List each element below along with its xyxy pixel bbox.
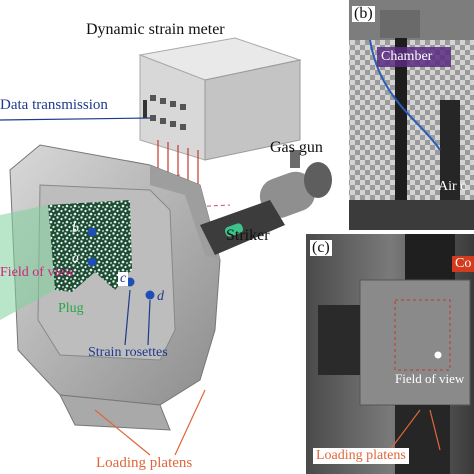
rosette-pointer-lines	[124, 289, 151, 346]
rosette-point-a: a	[72, 251, 79, 266]
panel-b-tag: (b)	[352, 5, 375, 22]
loading-frame	[0, 144, 221, 431]
air-label: Air c	[438, 179, 467, 194]
data-transmission-label: Data transmission	[0, 97, 108, 113]
rosette-point-b: b	[72, 221, 79, 236]
loading-platens-label: Loading platens	[96, 455, 193, 471]
dynamic-strain-meter-label: Dynamic strain meter	[86, 21, 225, 38]
rosette-point-d: d	[157, 289, 164, 304]
chamber-label-box	[377, 47, 451, 67]
panel-c-field-of-view-label: Field of view	[395, 371, 465, 386]
rosette-point-c: c	[118, 271, 129, 286]
chamber-label: Chamber	[381, 49, 433, 64]
gas-gun-label: Gas gun	[270, 139, 323, 156]
field-of-view-label: Field of view	[0, 265, 75, 280]
panel-c-center-dot	[434, 351, 442, 359]
panel-c-top-label: Co	[452, 256, 474, 272]
data-transmission-line	[0, 117, 151, 121]
striker-barrel	[200, 200, 285, 255]
platen-pointer-lines	[94, 389, 206, 456]
panel-c-photo	[306, 234, 474, 474]
field-of-view-beam	[0, 205, 55, 320]
panel-c-tag: (c)	[310, 239, 332, 256]
strain-rosettes-label: Strain rosettes	[88, 345, 168, 360]
striker-label: Striker	[226, 227, 270, 244]
panel-c-loading-platens-label: Loading platens	[313, 448, 409, 464]
speckle-specimen	[48, 200, 132, 292]
plug-label: Plug	[58, 301, 84, 316]
panel-b-photo	[349, 0, 474, 230]
strain-meter-device	[138, 37, 302, 161]
